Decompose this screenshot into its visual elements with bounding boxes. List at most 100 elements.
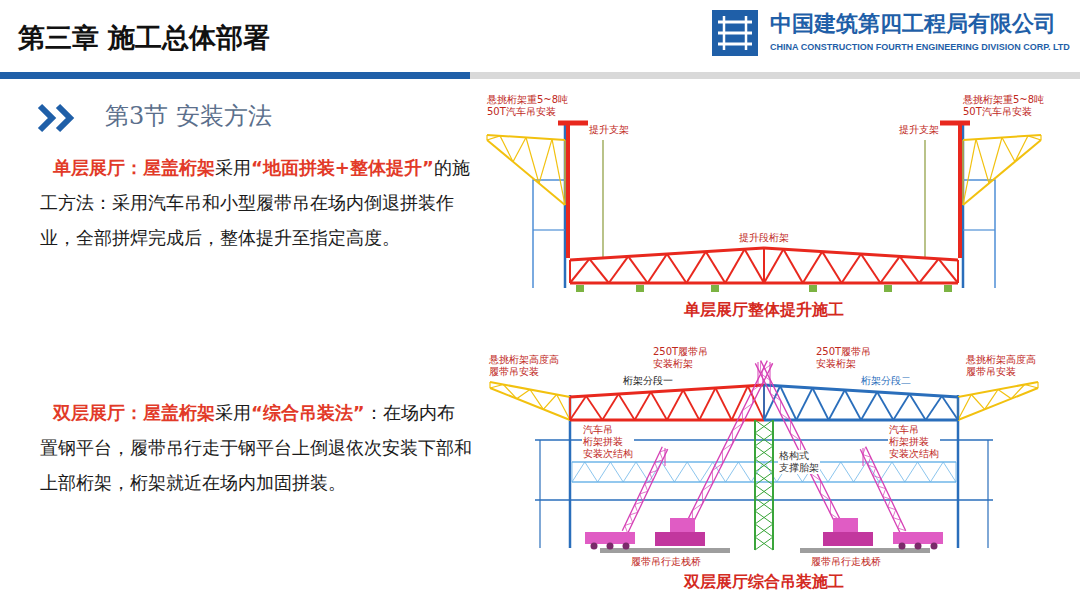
crawler-crane bbox=[760, 373, 770, 380]
truck-crane bbox=[888, 507, 896, 510]
crawler-crane bbox=[712, 471, 713, 484]
lifting-truss bbox=[764, 249, 783, 283]
crawler-crane bbox=[810, 473, 820, 480]
secondary-structure bbox=[854, 462, 867, 482]
truck-crane bbox=[660, 449, 668, 452]
roof-truss-segment bbox=[699, 388, 715, 420]
company-name-en: CHINA CONSTRUCTION FOURTH ENGINEERING DI… bbox=[770, 42, 1070, 52]
crane-note: 250T履带吊 安装桁架 bbox=[652, 346, 709, 370]
lifting-truss bbox=[957, 260, 959, 283]
part-label: 提升段桁架 bbox=[738, 232, 790, 244]
crane-note: 悬挑桁架重5~8吨 50T汽车吊安装 bbox=[962, 94, 1045, 118]
lifting-truss bbox=[706, 252, 725, 283]
truck-crane bbox=[899, 543, 906, 550]
secondary-structure bbox=[687, 462, 700, 482]
lattice-support-tower bbox=[755, 446, 773, 459]
truck-crane bbox=[645, 481, 653, 484]
lattice-support-tower bbox=[755, 446, 773, 459]
truck-crane bbox=[883, 497, 891, 500]
cantilever-truss bbox=[517, 390, 530, 399]
highlight-text: 双层展厅：屋盖桁架 bbox=[53, 402, 215, 423]
crawler-crane bbox=[655, 532, 705, 546]
secondary-structure bbox=[764, 462, 777, 482]
cantilever-truss bbox=[526, 138, 539, 184]
lifting-truss bbox=[569, 260, 571, 283]
highlight-text: 单层展厅：屋盖桁架 bbox=[53, 157, 215, 178]
cantilever-truss bbox=[543, 395, 556, 410]
secondary-structure bbox=[905, 462, 918, 482]
truck-crane bbox=[630, 515, 633, 523]
cantilever-truss bbox=[530, 390, 543, 410]
cantilever-truss bbox=[985, 390, 998, 410]
page-title: 第三章 施工总体部署 bbox=[18, 20, 270, 56]
truck-crane bbox=[628, 449, 668, 533]
chevron-icon bbox=[58, 106, 70, 130]
truck-crane bbox=[893, 510, 896, 518]
cantilever-truss bbox=[564, 140, 565, 205]
cantilever-truss bbox=[487, 140, 565, 205]
crawler-crane bbox=[780, 401, 781, 414]
crawler-crane bbox=[790, 421, 791, 434]
truck-crane bbox=[931, 543, 938, 550]
cantilever-truss bbox=[503, 385, 516, 399]
part-label: 桁架分段二 bbox=[860, 375, 912, 387]
roof-truss-segment bbox=[877, 392, 893, 420]
cantilever-truss bbox=[998, 390, 1011, 399]
trestle-bridge bbox=[600, 548, 730, 553]
secondary-structure bbox=[943, 462, 956, 482]
crawler-crane bbox=[820, 493, 830, 500]
truck-crane bbox=[898, 528, 906, 531]
crawler-crane bbox=[742, 403, 752, 410]
cantilever-truss bbox=[963, 140, 1041, 205]
lifting-truss bbox=[783, 249, 802, 283]
lifting-truss bbox=[570, 259, 589, 283]
lifting-truss bbox=[919, 259, 938, 283]
lifting-cable bbox=[602, 140, 603, 258]
lifting-truss bbox=[861, 254, 880, 283]
truck-crane bbox=[665, 448, 666, 466]
temporary-support bbox=[809, 285, 817, 292]
part-label: 提升支架 bbox=[898, 124, 940, 136]
crane-note: 悬挑桁架高度高 履带吊安装 bbox=[965, 354, 1037, 378]
roof-truss-segment bbox=[716, 388, 732, 420]
truck-crane bbox=[868, 465, 876, 468]
crawler-crane bbox=[780, 413, 790, 420]
lifting-truss bbox=[764, 282, 958, 285]
truck-crane bbox=[585, 532, 635, 544]
part-label: 提升支架 bbox=[588, 124, 630, 136]
truck-crane bbox=[655, 460, 663, 463]
secondary-structure bbox=[841, 462, 854, 482]
crane-note: 汽车吊 桁架拼装 安装次结构 bbox=[888, 424, 940, 460]
lifting-truss bbox=[589, 259, 608, 283]
truck-crane bbox=[863, 448, 864, 466]
crawler-crane bbox=[820, 481, 821, 494]
cantilever-truss bbox=[513, 138, 526, 162]
roof-truss-segment bbox=[926, 396, 942, 420]
lattice-support-tower bbox=[755, 472, 773, 485]
figure-caption: 双层展厅综合吊装施工 bbox=[681, 572, 847, 593]
lattice-support-tower bbox=[755, 433, 773, 446]
cantilever-truss bbox=[557, 395, 570, 421]
truck-crane bbox=[878, 486, 886, 489]
lifting-truss bbox=[880, 256, 899, 283]
roof-truss-segment bbox=[748, 386, 764, 420]
crawler-crane bbox=[758, 362, 759, 385]
lifting-truss bbox=[763, 248, 765, 283]
truck-crane bbox=[655, 462, 658, 470]
cantilever-truss bbox=[976, 139, 989, 183]
cantilever-truss bbox=[963, 139, 976, 205]
chevron-icon bbox=[40, 106, 52, 130]
lifting-bracket bbox=[940, 121, 970, 126]
crane-note: 悬挑桁架高度高 履带吊安装 bbox=[488, 354, 560, 378]
cantilever-truss bbox=[490, 385, 503, 389]
roof-truss-segment bbox=[893, 394, 909, 420]
secondary-structure bbox=[610, 462, 623, 482]
body-text: 采用 bbox=[215, 402, 251, 423]
crane-note: 悬挑桁架重5~8吨 50T汽车吊安装 bbox=[486, 94, 569, 118]
lifting-truss bbox=[725, 249, 744, 283]
secondary-structure bbox=[539, 440, 540, 548]
figure-caption: 单层展厅整体提升施工 bbox=[681, 300, 847, 321]
truck-crane bbox=[893, 532, 943, 544]
lifting-bracket bbox=[958, 123, 962, 258]
crawler-crane bbox=[693, 363, 773, 523]
